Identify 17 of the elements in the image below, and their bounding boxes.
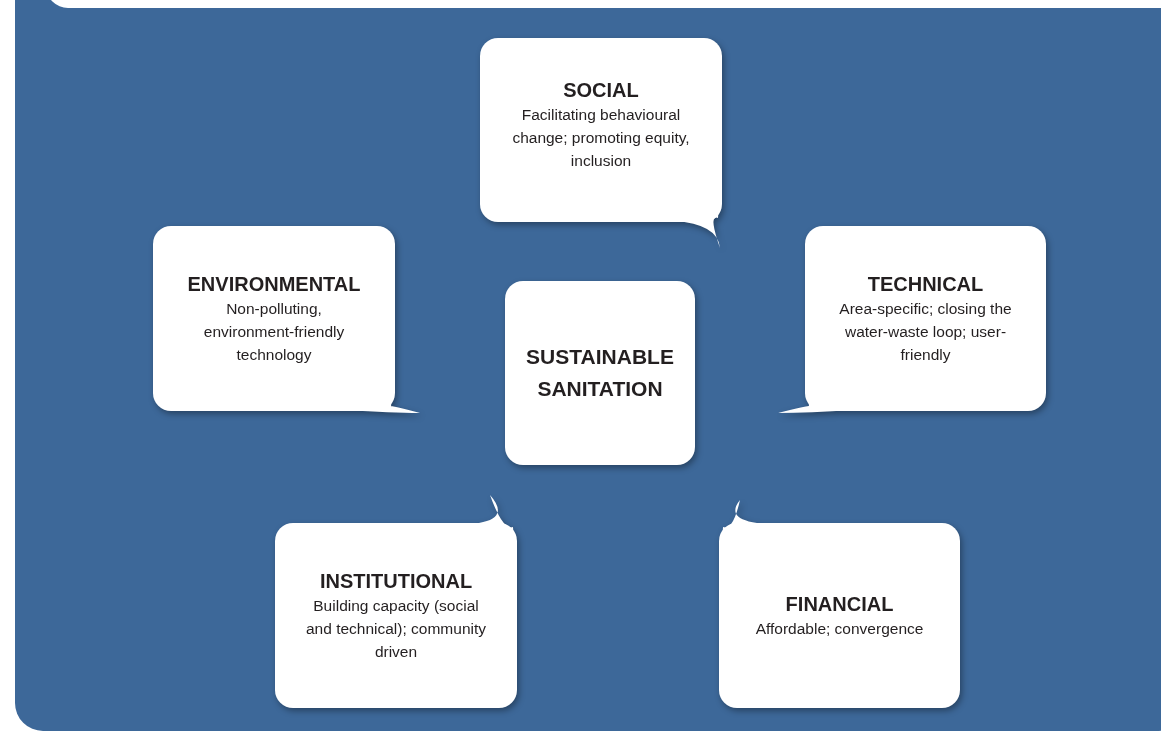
bubble-text: Facilitating behavioural change; promoting equity, inclusion bbox=[511, 104, 691, 171]
bubble-heading: SOCIAL bbox=[563, 77, 639, 103]
rounded-box bbox=[505, 281, 695, 465]
bubble-text: Building capacity (social and technical); community driven bbox=[304, 596, 488, 662]
bubble-text: Area-specific; closing the water-waste loop; user- friendly bbox=[838, 299, 1013, 365]
speech-bubble bbox=[275, 495, 517, 708]
bubble-text: Affordable; convergence bbox=[755, 619, 924, 639]
speech-bubble bbox=[778, 226, 1046, 413]
bubble-heading: FINANCIAL bbox=[785, 592, 894, 617]
bubble-heading: SUSTAINABLE SANITATION bbox=[526, 344, 674, 402]
speech-bubble bbox=[153, 226, 420, 413]
speech-bubble bbox=[719, 500, 960, 708]
bubble-heading: TECHNICAL bbox=[867, 272, 984, 297]
bubble-text: Non-polluting, environment-friendly technology bbox=[202, 299, 346, 365]
speech-bubble bbox=[480, 38, 722, 248]
bubble-heading: ENVIRONMENTAL bbox=[187, 272, 361, 297]
bubble-heading: INSTITUTIONAL bbox=[319, 569, 473, 594]
